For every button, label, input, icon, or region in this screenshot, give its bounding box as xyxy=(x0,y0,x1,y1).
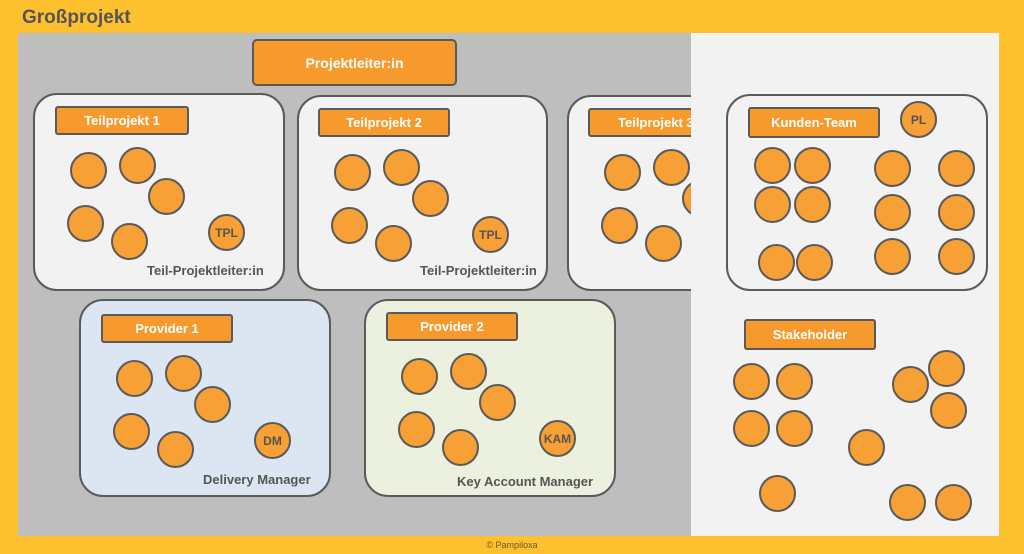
team-member xyxy=(794,186,831,223)
provider-2-manager-badge: KAM xyxy=(539,420,576,457)
provider-1-box: Provider 1 DM Delivery Manager xyxy=(79,299,331,497)
team-member xyxy=(874,238,911,275)
team-member xyxy=(111,223,148,260)
team-member xyxy=(645,225,682,262)
subproject-2-role: Teil-Projektleiter:in xyxy=(420,263,537,278)
team-member xyxy=(754,186,791,223)
subproject-2-label: Teilprojekt 2 xyxy=(318,108,450,137)
subproject-3-label: Teilprojekt 3 xyxy=(588,108,691,137)
provider-2-box: Provider 2 KAM Key Account Manager xyxy=(364,299,616,497)
team-member xyxy=(113,413,150,450)
team-member xyxy=(479,384,516,421)
provider-1-role: Delivery Manager xyxy=(203,472,311,487)
team-member xyxy=(938,238,975,275)
team-member xyxy=(67,205,104,242)
team-member xyxy=(194,386,231,423)
team-member xyxy=(383,149,420,186)
stakeholder xyxy=(892,366,929,403)
subproject-1-label: Teilprojekt 1 xyxy=(55,106,189,135)
copyright: © Pampiloxa xyxy=(486,540,538,550)
provider-1-manager-badge: DM xyxy=(254,422,291,459)
customer-lead-badge: PL xyxy=(900,101,937,138)
stakeholder xyxy=(848,429,885,466)
provider-2-role: Key Account Manager xyxy=(457,474,594,489)
subproject-3-box: Teilprojekt 3 xyxy=(567,95,691,291)
team-member xyxy=(442,429,479,466)
team-member xyxy=(331,207,368,244)
team-member xyxy=(653,149,690,186)
stakeholder xyxy=(889,484,926,521)
team-member xyxy=(116,360,153,397)
team-member xyxy=(70,152,107,189)
customer-team-label: Kunden-Team xyxy=(748,107,880,138)
team-member xyxy=(412,180,449,217)
team-member xyxy=(119,147,156,184)
stakeholder xyxy=(733,410,770,447)
provider-1-label: Provider 1 xyxy=(101,314,233,343)
customer-team-box: Kunden-Team PL xyxy=(726,94,988,291)
stakeholder-label: Stakeholder xyxy=(744,319,876,350)
subproject-2-lead-badge: TPL xyxy=(472,216,509,253)
customer-area: Kunden-Team PL Stakeholder xyxy=(691,33,999,536)
project-area: Projektleiter:in Teilprojekt 1 TPL Teil-… xyxy=(18,33,691,536)
provider-2-label: Provider 2 xyxy=(386,312,518,341)
subproject-1-box: Teilprojekt 1 TPL Teil-Projektleiter:in xyxy=(33,93,285,291)
team-member xyxy=(874,150,911,187)
stakeholder xyxy=(935,484,972,521)
team-member xyxy=(938,150,975,187)
stakeholder xyxy=(930,392,967,429)
team-member xyxy=(334,154,371,191)
stakeholder xyxy=(776,410,813,447)
team-member xyxy=(450,353,487,390)
team-member xyxy=(874,194,911,231)
stakeholder xyxy=(733,363,770,400)
team-member xyxy=(796,244,833,281)
team-member xyxy=(148,178,185,215)
subproject-2-box: Teilprojekt 2 TPL Teil-Projektleiter:in xyxy=(297,95,548,291)
team-member xyxy=(604,154,641,191)
team-member xyxy=(157,431,194,468)
team-member xyxy=(401,358,438,395)
team-member xyxy=(398,411,435,448)
team-member xyxy=(794,147,831,184)
subproject-1-role: Teil-Projektleiter:in xyxy=(147,263,264,278)
team-member xyxy=(165,355,202,392)
page-title: Großprojekt xyxy=(22,7,131,28)
team-member xyxy=(601,207,638,244)
team-member xyxy=(938,194,975,231)
subproject-1-lead-badge: TPL xyxy=(208,214,245,251)
project-lead-label: Projektleiter:in xyxy=(252,39,457,86)
team-member xyxy=(682,180,691,217)
stakeholder xyxy=(759,475,796,512)
stakeholder xyxy=(776,363,813,400)
team-member xyxy=(375,225,412,262)
team-member xyxy=(758,244,795,281)
team-member xyxy=(754,147,791,184)
stakeholder xyxy=(928,350,965,387)
